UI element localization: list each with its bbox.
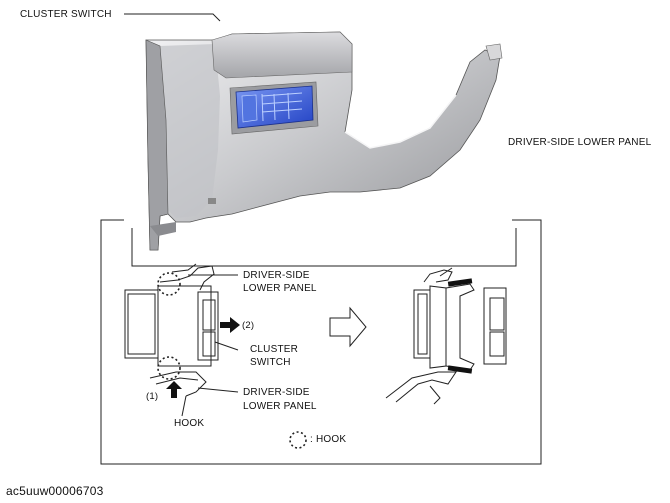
hook-circle-top — [157, 272, 181, 296]
driver-side-lower-panel-top-profile — [159, 265, 215, 291]
label-hook-legend: : HOOK — [310, 434, 347, 445]
driver-side-lower-panel-top-right — [423, 269, 453, 283]
driver-side-lower-panel-bottom-right — [385, 371, 457, 403]
panel-illustration — [124, 13, 503, 251]
driver-side-lower-panel-bottom-profile — [149, 371, 207, 397]
label-driver-side-top-line2: LOWER PANEL — [243, 283, 317, 294]
cluster-switch-leader-top — [124, 13, 221, 22]
panel-front-face — [160, 44, 220, 218]
label-cluster-switch-mid-line1: CLUSTER — [250, 344, 299, 355]
panel-right-arm-clip — [485, 43, 503, 61]
figure-id: ac5uuw00006703 — [6, 484, 104, 498]
panel-bottom-tab — [208, 198, 216, 204]
cluster-switch-left-key — [241, 94, 258, 123]
transition-arrow-icon — [329, 306, 367, 348]
hook-legend-icon — [289, 431, 307, 449]
label-driver-side-bottom-line1: DRIVER-SIDE — [243, 387, 310, 398]
installed-detail — [124, 263, 239, 417]
label-step-1: (1) — [146, 391, 159, 402]
removed-tab-bottom — [447, 365, 473, 374]
push-up-arrow-icon — [166, 381, 182, 398]
label-step-2: (2) — [242, 320, 255, 331]
removed-tab-top — [447, 278, 473, 287]
cluster-switch-body-right — [413, 289, 431, 359]
label-cluster-switch-mid-line2: SWITCH — [250, 357, 291, 368]
removed-detail — [385, 267, 507, 405]
detail-frame — [100, 219, 542, 465]
label-cluster-switch-top: CLUSTER SWITCH — [20, 9, 112, 20]
driver-side-lower-panel-3d — [145, 31, 501, 251]
panel-left-flange — [145, 39, 169, 251]
hook-circle-bottom — [157, 356, 181, 380]
cluster-switch-body-left — [124, 289, 159, 359]
label-driver-side-top-line1: DRIVER-SIDE — [243, 270, 310, 281]
panel-top-bezel — [211, 31, 353, 79]
label-hook: HOOK — [174, 418, 205, 429]
cluster-switch-buttons — [261, 92, 303, 122]
label-driver-side-lower-panel-right: DRIVER-SIDE LOWER PANEL — [508, 137, 652, 148]
pull-arrow-icon — [220, 317, 240, 333]
panel-bottom-flange — [150, 222, 176, 236]
label-driver-side-bottom-line2: LOWER PANEL — [243, 401, 317, 412]
panel-edge-highlight — [344, 94, 457, 149]
